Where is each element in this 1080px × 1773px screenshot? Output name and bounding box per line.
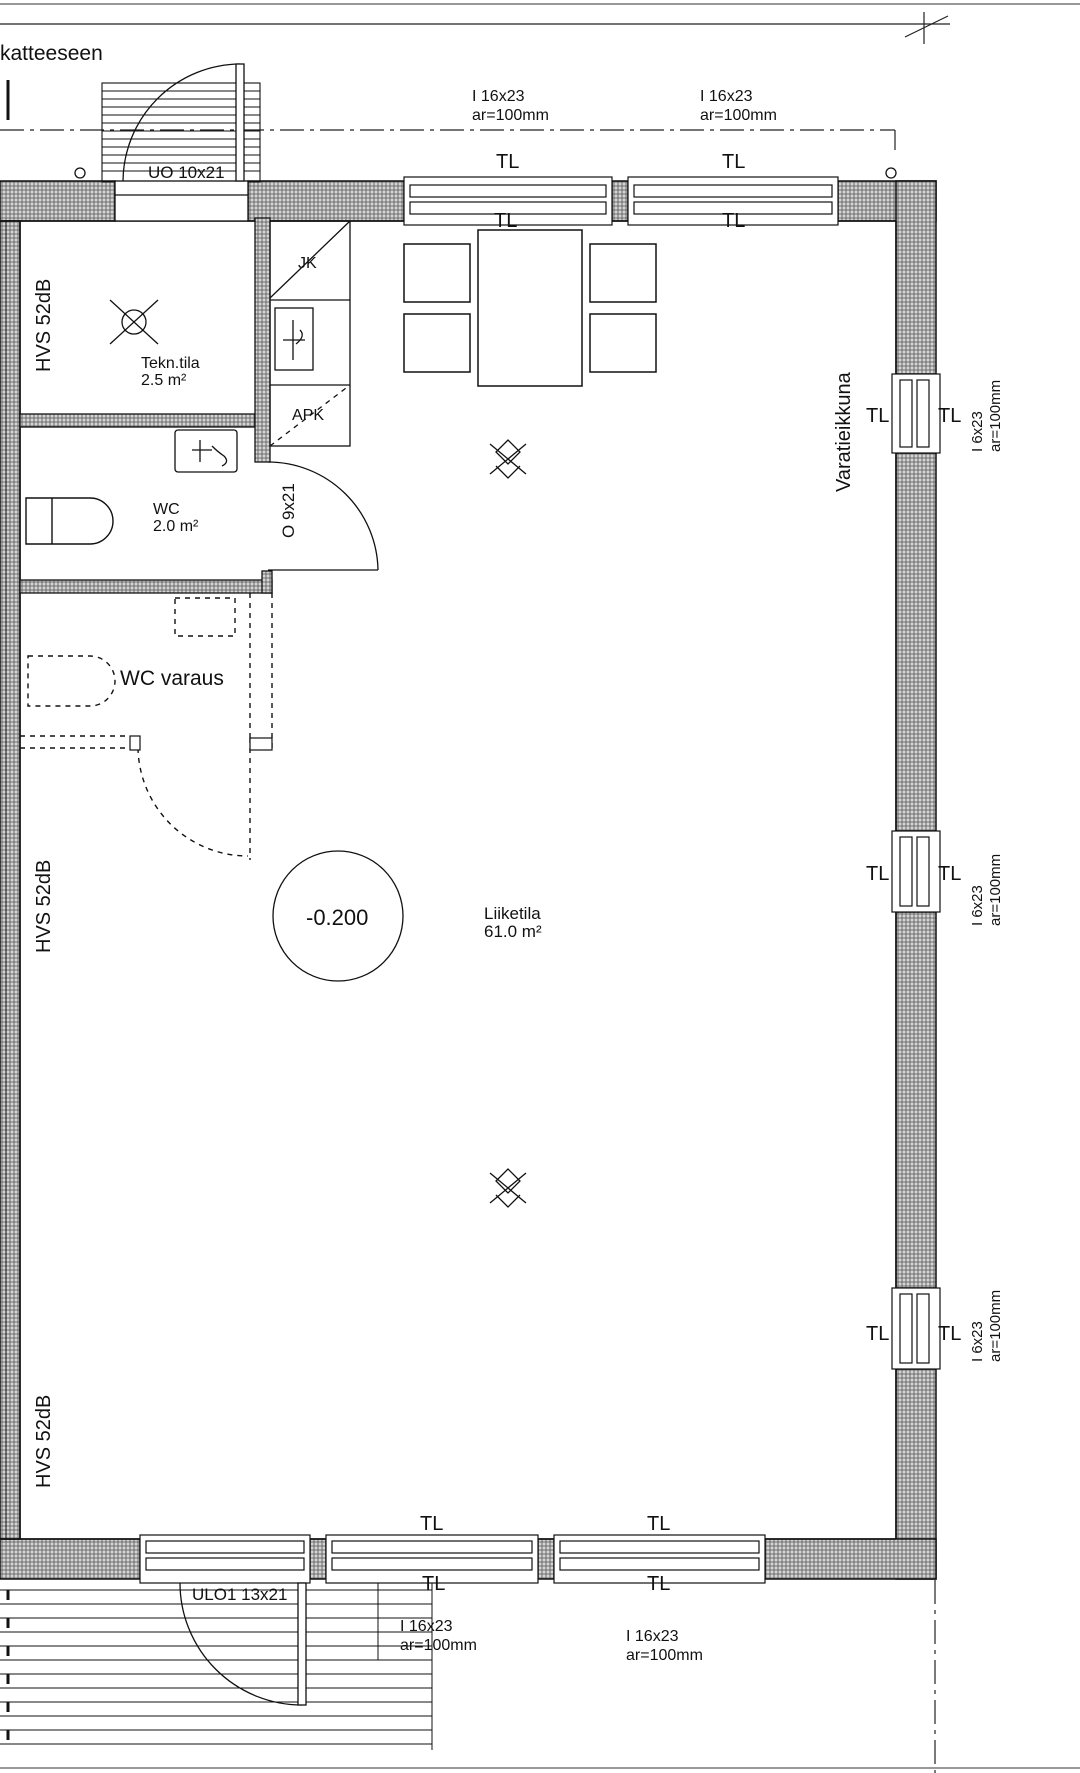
main-room-area: 61.0 m² — [484, 922, 542, 941]
window-right-2-tl-in: TL — [866, 863, 889, 885]
window-right-3-ar: ar=100mm — [987, 1290, 1004, 1362]
door-main-top — [114, 63, 249, 222]
apk-label: APK — [292, 407, 324, 424]
window-bottom-1-ar: ar=100mm — [400, 1637, 477, 1654]
grid-marker — [885, 167, 897, 179]
kitchenette — [269, 220, 351, 447]
tekn-light-fixture — [109, 299, 159, 345]
wall-rating-mid: HVS 52dB — [33, 860, 55, 953]
door-wc-label: O 9x21 — [279, 483, 298, 538]
window-bottom-2 — [553, 1534, 766, 1584]
door-bottom-label: ULO1 13x21 — [192, 1585, 287, 1604]
window-bottom-1-size: I 16x23 — [400, 1618, 453, 1635]
door-bottom-swing — [179, 1582, 307, 1706]
window-top-2-tl-out: TL — [722, 151, 745, 173]
window-bottom-1-tl-in: TL — [420, 1513, 443, 1535]
deck-bottom — [0, 1583, 433, 1750]
window-top-2-size: I 16x23 — [700, 88, 753, 105]
window-right-3-size: I 6x23 — [969, 1321, 986, 1362]
window-top-2-tl-in: TL — [722, 210, 745, 232]
window-right-3 — [891, 1287, 941, 1370]
emergency-window-label: Varatieikkuna — [833, 371, 855, 492]
window-bottom-2-ar: ar=100mm — [626, 1647, 703, 1664]
wc-reserve-outline — [20, 593, 273, 860]
window-bottom-1-tl-out: TL — [422, 1573, 445, 1595]
wc-sink — [174, 429, 238, 473]
door-bottom-frame — [139, 1534, 311, 1584]
window-right-2-size: I 6x23 — [969, 885, 986, 926]
wc-reserve-label: WC varaus — [120, 667, 224, 690]
window-right-2-tl-out: TL — [938, 863, 961, 885]
entry-stairs-top — [101, 82, 261, 183]
wc-room-area: 2.0 m² — [153, 518, 199, 535]
window-bottom-2-size: I 16x23 — [626, 1628, 679, 1645]
wc-reserve-jamb — [129, 735, 141, 751]
main-room-name: Liiketila — [484, 904, 541, 923]
tekn-room-name: Tekn.tila — [141, 355, 200, 372]
window-right-2 — [891, 830, 941, 913]
window-top-1 — [403, 176, 613, 226]
grid-marker — [74, 167, 86, 179]
top-left-cut-label: katteeseen — [0, 42, 103, 65]
window-bottom-1 — [325, 1534, 539, 1584]
window-right-2-ar: ar=100mm — [987, 854, 1004, 926]
window-bottom-2-tl-out: TL — [647, 1573, 670, 1595]
window-top-1-ar: ar=100mm — [472, 107, 549, 124]
window-right-3-tl-in: TL — [866, 1323, 889, 1345]
ceiling-light — [489, 1168, 527, 1208]
window-right-1-tl-out: TL — [938, 405, 961, 427]
wc-toilet — [25, 497, 114, 545]
dining-table — [403, 229, 657, 387]
wc-reserve-jamb — [249, 737, 273, 751]
door-wc — [267, 461, 379, 571]
level-marker — [272, 850, 404, 982]
window-top-2 — [627, 176, 839, 226]
window-top-1-size: I 16x23 — [472, 88, 525, 105]
jk-label: JK — [298, 255, 317, 272]
window-top-1-tl-out: TL — [496, 151, 519, 173]
ceiling-light — [489, 439, 527, 479]
window-top-1-tl-in: TL — [494, 210, 517, 232]
window-bottom-2-tl-in: TL — [647, 1513, 670, 1535]
wall-rating-bot: HVS 52dB — [33, 1395, 55, 1488]
window-right-1-ar: ar=100mm — [987, 380, 1004, 452]
wc-room-name: WC — [153, 501, 180, 518]
door-main-label: UO 10x21 — [148, 163, 225, 182]
window-right-1-size: I 6x23 — [969, 411, 986, 452]
window-right-1-tl-in: TL — [866, 405, 889, 427]
window-right-1 — [891, 373, 941, 454]
tekn-room-area: 2.5 m² — [141, 372, 187, 389]
partition-walls — [19, 217, 273, 594]
level-label: -0.200 — [306, 905, 368, 930]
wall-rating-top: HVS 52dB — [33, 279, 55, 372]
grid-lines — [0, 12, 950, 1773]
exterior-walls — [0, 180, 937, 1580]
window-right-3-tl-out: TL — [938, 1323, 961, 1345]
window-top-2-ar: ar=100mm — [700, 107, 777, 124]
